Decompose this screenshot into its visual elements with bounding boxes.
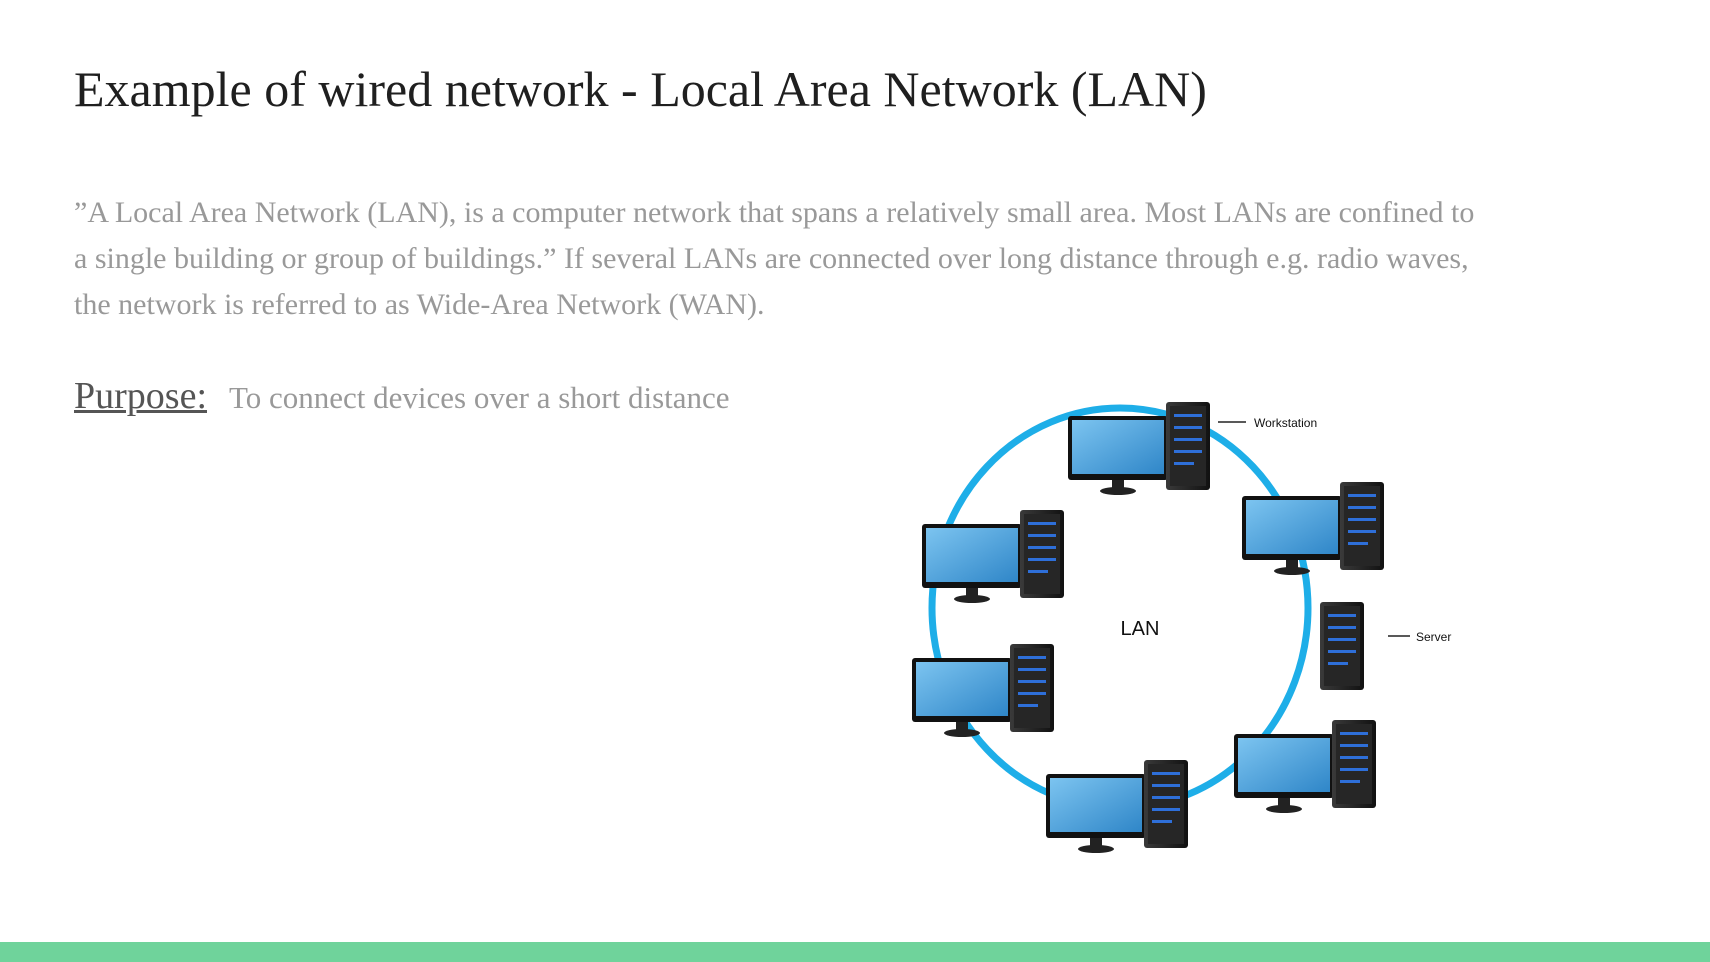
server — [1320, 602, 1364, 690]
lan-ring-diagram: Workstation Server LAN — [880, 390, 1451, 860]
workstation-bottom — [1046, 760, 1188, 853]
lan-center-label: LAN — [1121, 618, 1160, 640]
workstation-upper-right — [1242, 482, 1384, 575]
lan-definition: ”A Local Area Network (LAN), is a comput… — [74, 190, 1644, 328]
workstation-lower-left — [912, 644, 1054, 737]
workstation-label: Workstation — [1254, 416, 1317, 430]
workstation-upper-left — [922, 510, 1064, 603]
workstation-top — [1068, 402, 1210, 495]
server-label: Server — [1416, 630, 1451, 644]
quote-line-2: a single building or group of buildings.… — [74, 242, 1469, 275]
purpose-label: Purpose: — [74, 375, 207, 417]
accent-bar — [0, 942, 1710, 962]
purpose-text: To connect devices over a short distance — [229, 380, 730, 415]
purpose-row: Purpose: To connect devices over a short… — [74, 374, 730, 418]
quote-line-3: the network is referred to as Wide-Area … — [74, 288, 765, 321]
slide-title: Example of wired network - Local Area Ne… — [74, 61, 1207, 117]
quote-line-1: ”A Local Area Network (LAN), is a comput… — [74, 196, 1475, 229]
workstation-lower-right — [1234, 720, 1376, 813]
